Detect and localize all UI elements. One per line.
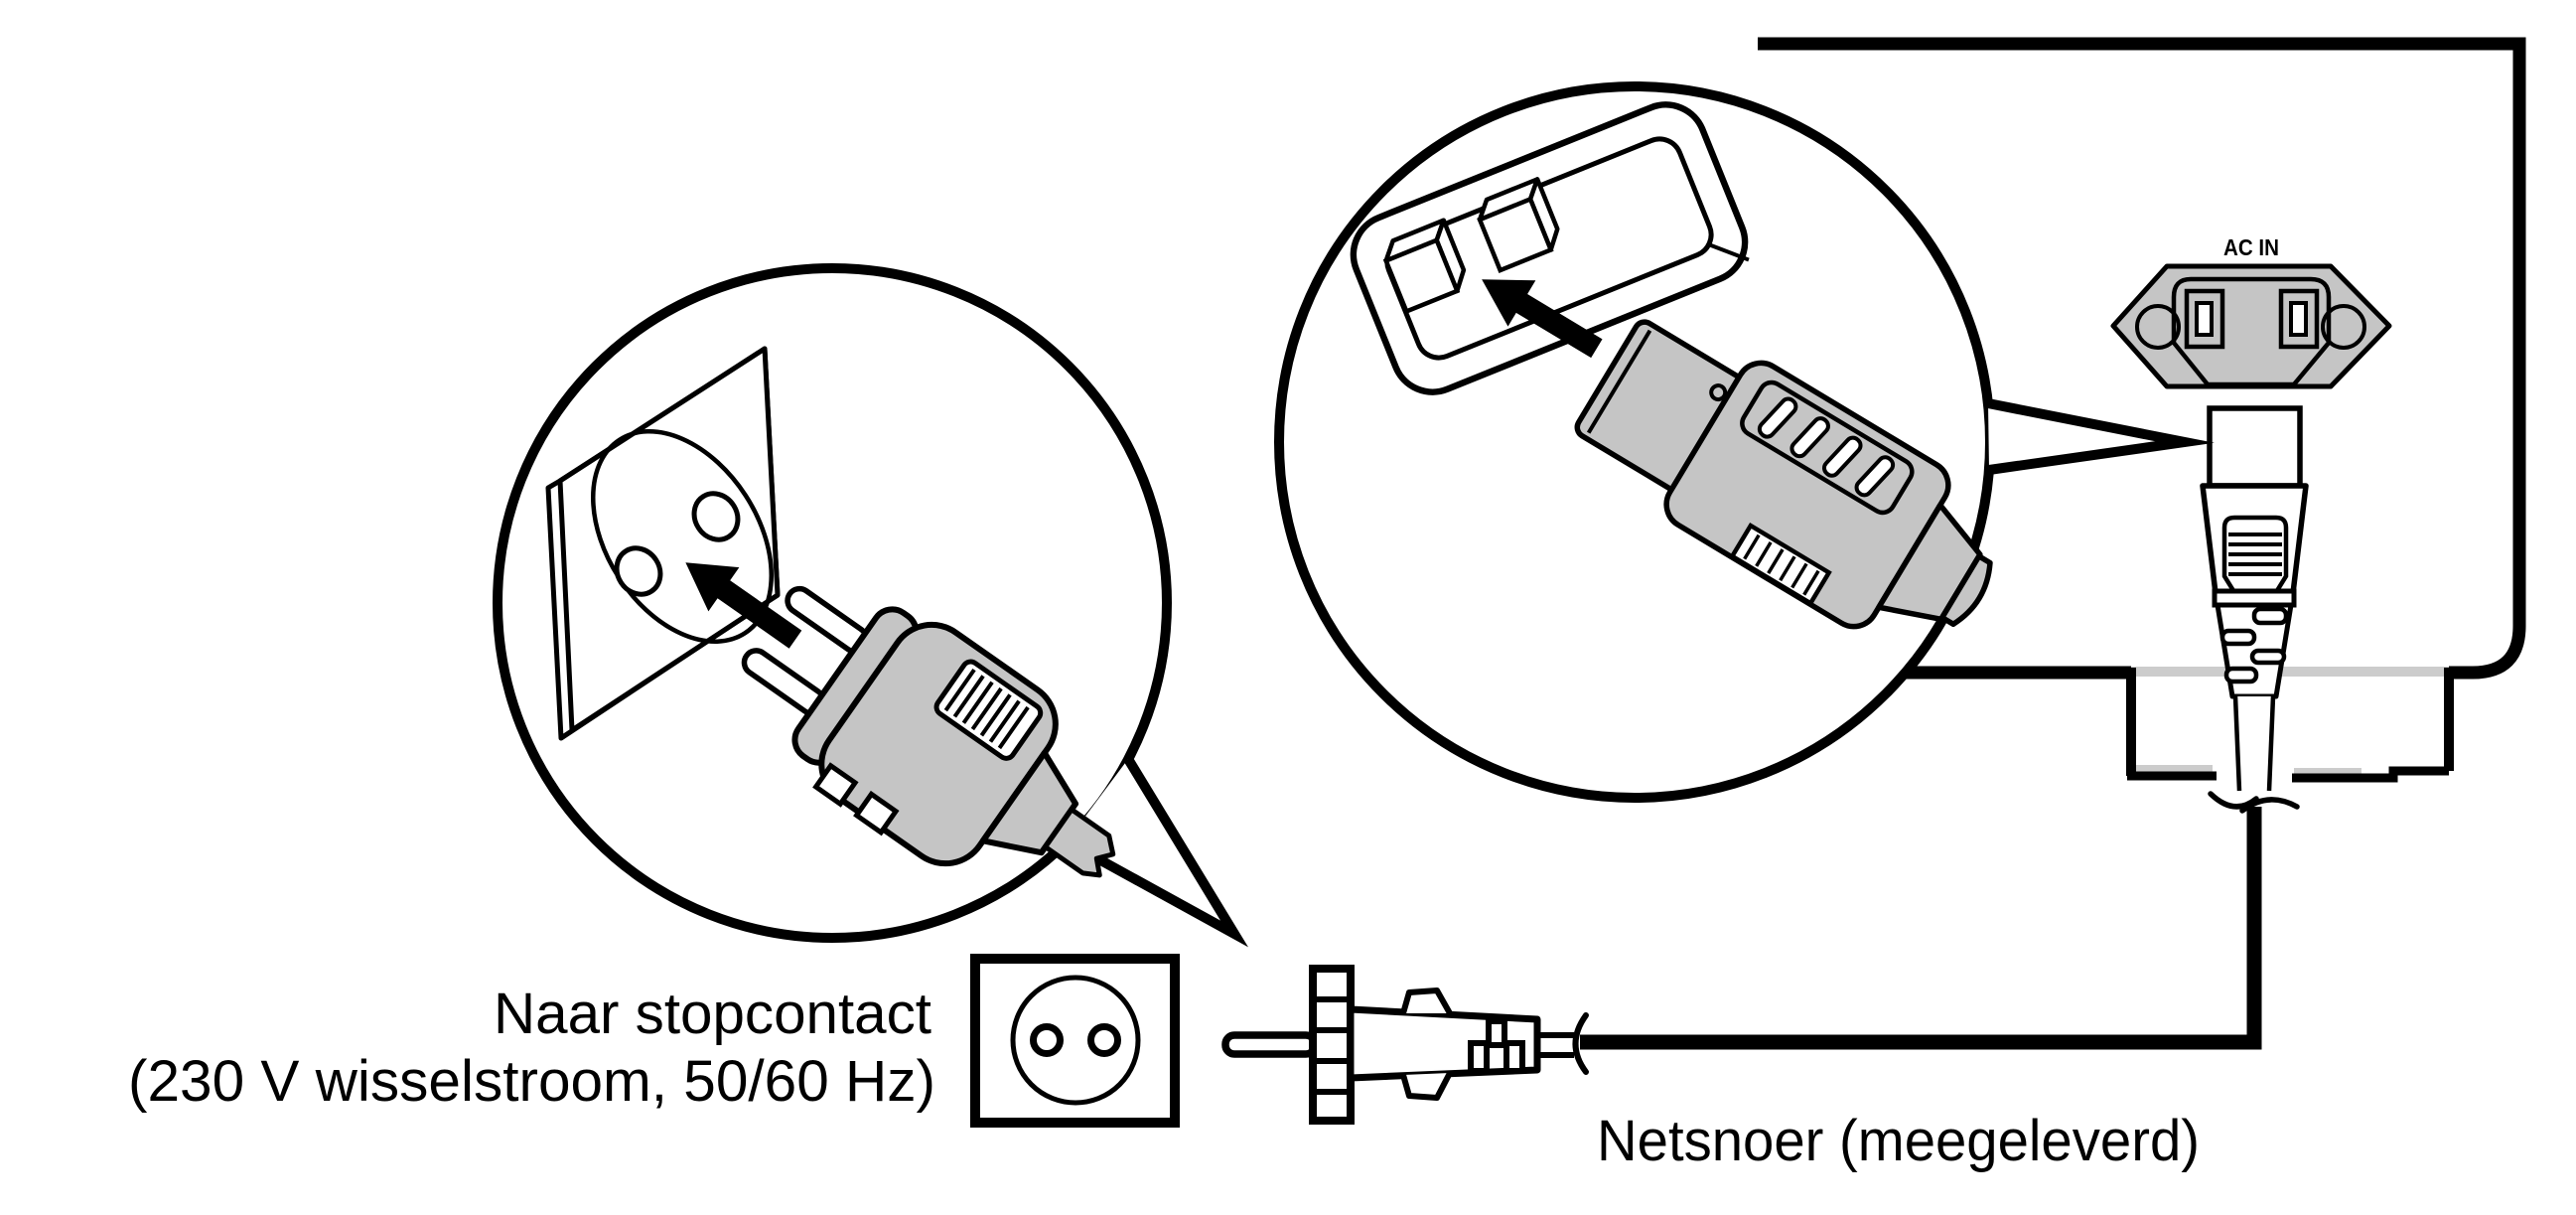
notch-floor-right [2292, 766, 2449, 783]
inlet-crease [1709, 242, 1750, 262]
plug-face-disc [1309, 965, 1355, 1125]
strain-rib-2 [2219, 628, 2257, 647]
connector-face-edge [1586, 329, 1652, 434]
callout-ac-inlet [1274, 81, 2215, 803]
outlet-hole-right [1087, 1023, 1121, 1057]
schuko-plug [741, 585, 1116, 878]
inlet-prong-right [1477, 177, 1560, 274]
connector-cable [1938, 553, 1993, 628]
plug-cable-boot [979, 749, 1079, 856]
plug-pin-side [1221, 1031, 1319, 1058]
connector-latch-ridges [1743, 533, 1820, 596]
plug-grip [2221, 515, 2289, 600]
grip-slot-2 [1789, 416, 1830, 459]
iec-plug-on-panel [2200, 405, 2309, 814]
ac-inlet-pin-right [2289, 301, 2308, 337]
inlet-prong-left [1382, 218, 1467, 315]
plug-neck [1537, 1032, 1574, 1058]
ac-inlet-slot-left [2184, 288, 2225, 350]
power-cord-line [1580, 807, 2262, 1050]
plug-connector-end [2207, 405, 2303, 489]
device-back-panel: AC IN [1758, 37, 2526, 783]
outlet-recess [1010, 975, 1141, 1106]
ac-inlet-slot-right [2278, 288, 2320, 350]
schuko-plug-side-view [1221, 965, 1589, 1125]
outlet-hole-left [1030, 1023, 1064, 1057]
plug-ridge-3 [1503, 1040, 1525, 1074]
cable-white-outline [2232, 695, 2276, 792]
outlet-plate [970, 954, 1180, 1128]
plug-face-disc-dividers [1313, 996, 1351, 1095]
outlet-pin-hole-left [614, 545, 663, 597]
plug-side-tab-bottom [1400, 1071, 1453, 1101]
plug-side-tab-top [1400, 987, 1453, 1015]
ac-inlet [2110, 263, 2392, 389]
grip-slot-1 [1757, 396, 1798, 439]
callout-tail-left [1064, 756, 1249, 948]
foot-shadow-left [2135, 765, 2213, 774]
ac-inlet-screw-left [2135, 304, 2181, 350]
callout-wall-outlet [493, 263, 1249, 948]
outlet-pin-hole-right [691, 491, 741, 542]
plug-grip-ridges [943, 668, 1030, 750]
grip-slot-4 [1854, 455, 1896, 498]
plug-grip-ridges [2228, 532, 2282, 576]
insert-arrow-middle [1482, 279, 1603, 359]
cord-label: Netsnoer (meegeleverd) [1597, 1109, 2200, 1173]
iec-connector-magnified [1574, 319, 1993, 630]
plug-notch-1 [812, 762, 859, 808]
plug-ridge-1 [1468, 1040, 1490, 1074]
cable-white-fill [2235, 696, 2273, 791]
strain-rib-3 [2249, 648, 2287, 666]
ac-inlet-magnified [1350, 101, 1750, 395]
wall-outlet-front [970, 954, 1180, 1128]
cable-break-marks [2208, 791, 2300, 814]
ac-inlet-pin-left [2195, 301, 2214, 337]
panel-outline [1758, 37, 2526, 680]
connector-dot [1709, 383, 1728, 402]
plug-notch-2 [853, 790, 900, 836]
connector-latch [1729, 522, 1832, 607]
ac-inlet-screw-right [2321, 304, 2366, 350]
grip-slot-3 [1821, 435, 1863, 478]
foot-shadow-right [2294, 768, 2361, 777]
ac-in-label: AC IN [2223, 234, 2279, 260]
callout-tail-middle [1987, 398, 2215, 475]
ac-inlet-recess [2171, 276, 2332, 387]
strain-rib-1 [2251, 606, 2289, 626]
panel-bottom-shadow [2131, 667, 2449, 677]
outlet-label-line2: (230 V wisselstroom, 50/60 Hz) [128, 1049, 935, 1114]
insert-arrow-left [685, 562, 802, 649]
plug-cable-stub [1043, 807, 1116, 878]
plug-ridge-2 [1486, 1018, 1507, 1048]
strain-rib-4 [2223, 666, 2259, 684]
ac-inlet-flange [2110, 263, 2392, 389]
cord-break-mark [1572, 1012, 1589, 1075]
outlet-label-line1: Naar stopcontact [494, 982, 931, 1046]
